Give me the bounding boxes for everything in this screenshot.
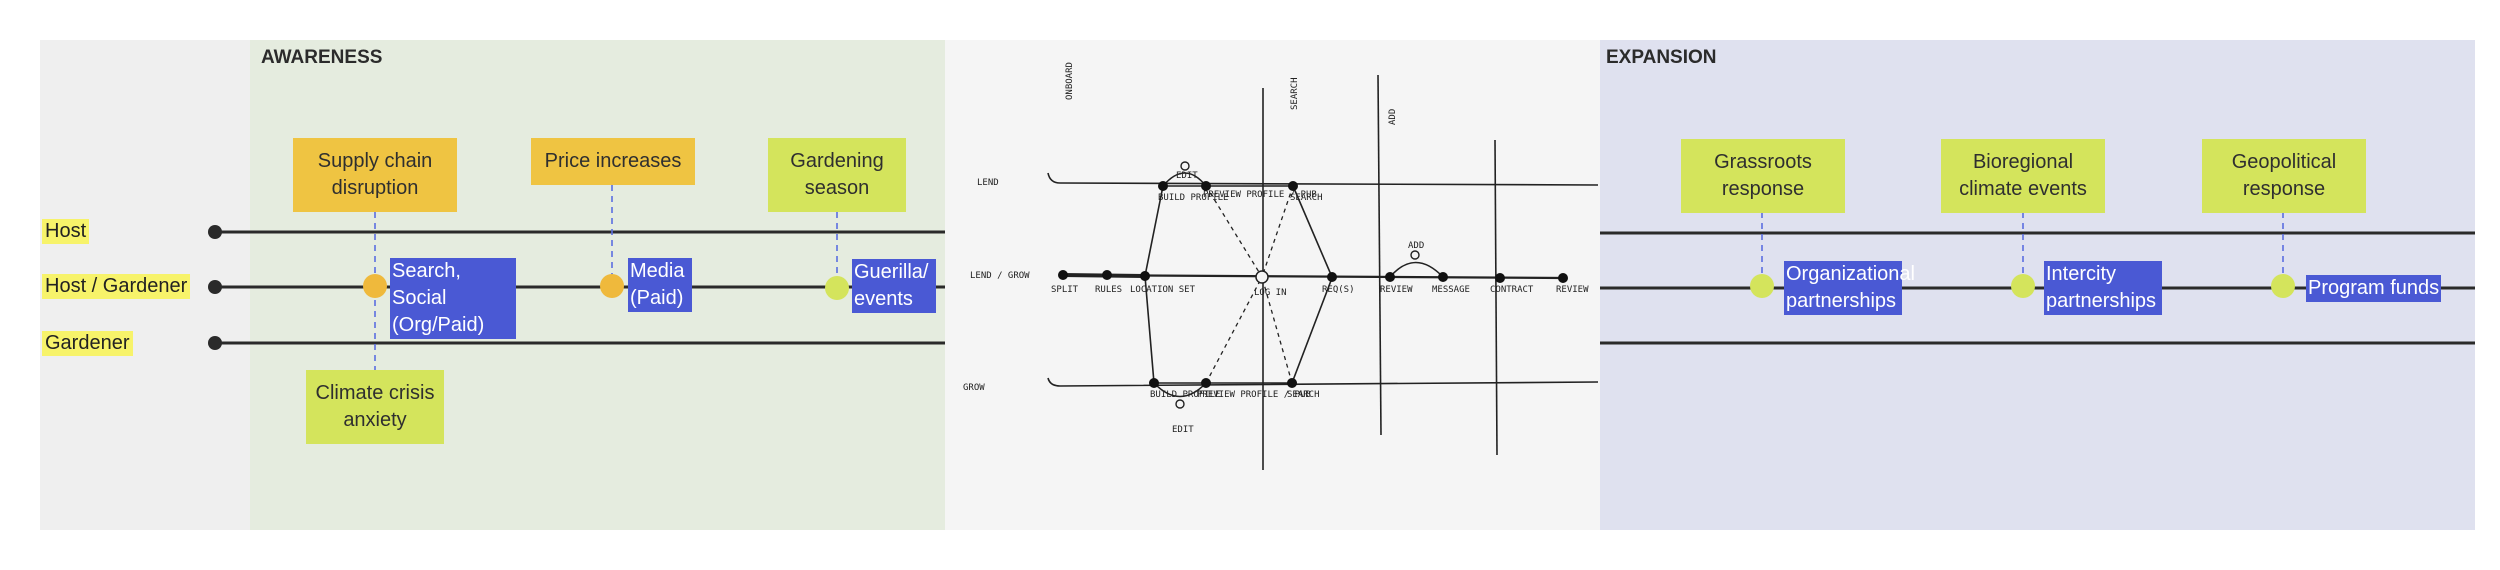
sketch-drawing [1047,74,1599,470]
sticky-geopolitical[interactable]: Geopolitical response [2202,139,2366,213]
sketch-col-search: SEARCH [1290,77,1300,110]
sketch-nodes [1058,181,1568,388]
lane-label-host-gardener: Host / Gardener [42,274,191,299]
sketch-login-node [1255,270,1269,284]
awareness-title: AWARENESS [261,47,383,68]
sketch-col-add: ADD [1388,109,1398,125]
touchpoint-dot-program-funds [2271,274,2295,298]
sketch-dotted-1 [1205,185,1263,278]
sketch-node-search-top: SEARCH [1290,193,1323,203]
sketch-edit-loop-bot [1153,382,1207,398]
touchpoint-dot-media [600,274,624,298]
tag-guerilla[interactable]: Guerilla/ events [852,259,936,313]
sketch-dotted-2 [1261,185,1294,278]
sketch-node-location-set: LOCATION SET [1130,285,1196,295]
sketch-row-lend-grow-label: LEND / GROW [970,271,1030,281]
sketch-col-onboard: ONBOARD [1065,62,1075,100]
tag-search-social[interactable]: Search, Social (Org/Paid) [390,258,516,339]
sketch-node-edit-bot: EDIT [1172,425,1194,435]
sticky-gardening-season[interactable]: Gardening season [768,138,906,212]
sticky-climate-crisis[interactable]: Climate crisis anxiety [306,370,444,444]
touchpoint-dot-organizational [1750,274,1774,298]
sketch-edit-open-bot [1175,399,1185,409]
sticky-bioregional[interactable]: Bioregional climate events [1941,139,2105,213]
expansion-title: EXPANSION [1606,47,1717,68]
sketch-search-bot-to-reqs [1291,277,1333,384]
sketch-node-review: REVIEW [1380,285,1413,295]
sketch-panel [945,40,1600,530]
sticky-price-increases[interactable]: Price increases [531,138,695,185]
sketch-row-grow [1047,377,1599,387]
touchpoint-dot-guerilla [825,276,849,300]
sketch-dotted-4 [1261,276,1293,384]
gardener-lane-start-dot [208,336,222,350]
sticky-supply-chain[interactable]: Supply chain disruption [293,138,457,212]
sketch-node-split: SPLIT [1051,285,1079,295]
sketch-edit-open-top [1180,161,1190,171]
sketch-node-search-bot: SEARCH [1287,390,1320,400]
sketch-node-log-in: LOG IN [1254,288,1287,298]
sketch-node-edit-top: EDIT [1176,171,1198,181]
sketch-node-message: MESSAGE [1432,285,1470,295]
sticky-grassroots[interactable]: Grassroots response [1681,139,1845,213]
sketch-node-preview-top: PREVIEW PROFILE / PUB [1203,190,1317,200]
sketch-add-open [1410,250,1420,260]
sketch-node-preview-bot: PREVIEW PROFILE / PUB [1197,390,1311,400]
sketch-branch-down [1144,275,1292,384]
sketch-node-rules: RULES [1095,285,1122,295]
sketch-divider-add [1494,139,1498,456]
sketch-edit-loop-top [1162,172,1207,187]
sketch-dotted-3 [1205,276,1263,384]
sketch-node-add: ADD [1408,241,1424,251]
sketch-node-contract: CONTRACT [1490,285,1534,295]
sketch-search-top-to-reqs [1292,185,1333,278]
sketch-row-lend-label: LEND [977,178,999,188]
tag-organizational[interactable]: Organizational partnerships [1784,261,1915,315]
lane-label-gardener: Gardener [42,331,133,356]
host-lane-start-dot [208,225,222,239]
sketch-node-reqs: REQ(S) [1322,285,1355,295]
tag-intercity[interactable]: Intercity partnerships [2044,261,2162,315]
touchpoint-dot-search-social [363,274,387,298]
sketch-row-lend [1047,172,1599,186]
tag-media[interactable]: Media (Paid) [628,258,692,312]
touchpoint-dot-intercity [2011,274,2035,298]
sketch-divider-search [1377,74,1382,436]
sketch-add-loop [1389,261,1444,278]
sketch-branch-up [1144,185,1293,277]
lane-label-host: Host [42,219,90,244]
host-gardener-lane-start-dot [208,280,222,294]
sketch-node-build-profile-bot: BUILD PROFILE [1150,390,1220,400]
tag-program-funds[interactable]: Program funds [2306,275,2442,302]
sketch-row-grow-label: GROW [963,383,985,393]
sketch-node-build-profile-top: BUILD PROFILE [1158,193,1228,203]
sketch-node-review2: REVIEW [1556,285,1589,295]
